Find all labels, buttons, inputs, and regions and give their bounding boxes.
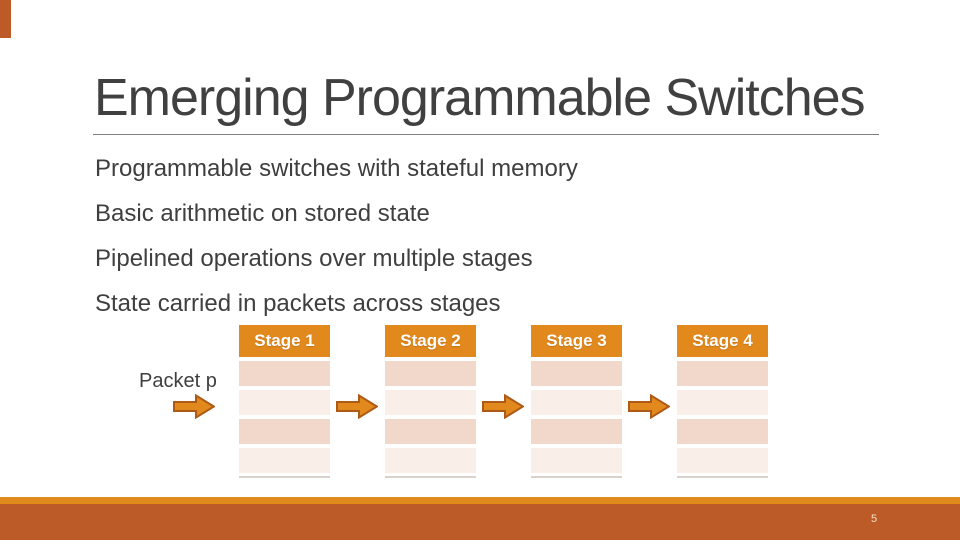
- stage-row: [385, 390, 476, 415]
- stage-table: Stage 3: [531, 325, 622, 478]
- bullet-line: Pipelined operations over multiple stage…: [95, 245, 533, 272]
- bullet-line: Basic arithmetic on stored state: [95, 200, 430, 227]
- stage-row: [677, 448, 768, 473]
- stage-row: [531, 390, 622, 415]
- stage-row: [239, 419, 330, 444]
- right-arrow-icon: [628, 394, 670, 419]
- right-arrow-icon: [482, 394, 524, 419]
- page-number: 5: [871, 513, 878, 525]
- bullet-list: Programmable switches with stateful memo…: [95, 146, 795, 326]
- stage-row: [385, 361, 476, 386]
- stage-row: [531, 361, 622, 386]
- stage-foot-line: [385, 476, 476, 478]
- stage-header: Stage 1: [239, 325, 330, 357]
- stage-header: Stage 2: [385, 325, 476, 357]
- stage-row: [239, 390, 330, 415]
- stage-foot-line: [239, 476, 330, 478]
- stage-row: [531, 419, 622, 444]
- corner-accent: [0, 0, 11, 38]
- stage-row: [385, 448, 476, 473]
- stage-row: [531, 448, 622, 473]
- stage-row: [385, 419, 476, 444]
- stage-header: Stage 4: [677, 325, 768, 357]
- bullet-line: Programmable switches with stateful memo…: [95, 155, 578, 182]
- stage-row: [677, 390, 768, 415]
- footer-amber-line: [0, 497, 960, 504]
- packet-arrow-icon: [173, 394, 215, 419]
- stage-row: [239, 361, 330, 386]
- stage-table: Stage 2: [385, 325, 476, 478]
- stage-table: Stage 4: [677, 325, 768, 478]
- stage-row: [677, 419, 768, 444]
- stage-row: [239, 448, 330, 473]
- stage-row: [677, 361, 768, 386]
- stage-header: Stage 3: [531, 325, 622, 357]
- stage-foot-line: [677, 476, 768, 478]
- packet-label: Packet p: [139, 370, 217, 392]
- stage-foot-line: [531, 476, 622, 478]
- stage-table: Stage 1: [239, 325, 330, 478]
- bullet-line: State carried in packets across stages: [95, 290, 501, 317]
- footer-band: 5: [0, 504, 960, 540]
- page-title: Emerging Programmable Switches: [94, 69, 866, 127]
- right-arrow-icon: [336, 394, 378, 419]
- title-underline: [93, 134, 879, 135]
